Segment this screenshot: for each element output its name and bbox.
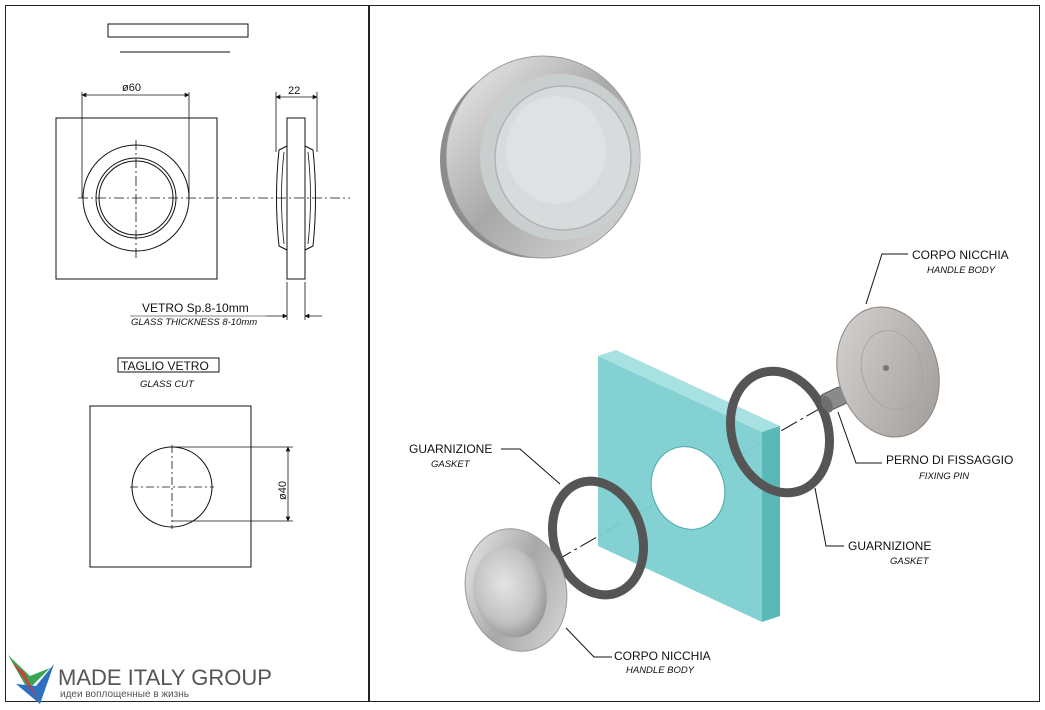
dim-hole-40: ø40 [277,481,289,500]
label-gasket-right-en: GASKET [890,556,930,567]
label-gasket-right: GUARNIZIONE [848,539,931,553]
side-view [130,92,322,320]
brand-tagline: идеи воплощенные в жизнь [60,689,189,700]
product-photo [440,55,641,259]
panel-divider [368,5,370,702]
label-handle-body-top-en: HANDLE BODY [927,265,996,276]
label-handle-body-bottom: CORPO NICCHIA [614,649,711,663]
label-gasket-left-en: GASKET [431,459,471,470]
front-view [55,92,350,280]
gasket-right [725,366,835,498]
glass-cut-view [89,405,293,568]
glass-cut-title: TAGLIO VETRO [121,359,209,373]
title-box [107,23,249,38]
label-fixing-pin-en: FIXING PIN [919,471,969,482]
brand-logo-icon [8,655,54,704]
dim-diameter-60: ø60 [122,82,141,94]
handle-body-top [836,306,940,438]
leader-lines [501,253,908,658]
label-handle-body-bottom-en: HANDLE BODY [626,665,695,676]
drawing-frame [5,5,1040,702]
handle-body-bottom [464,528,568,652]
brand-name: MADE ITALY GROUP [58,665,272,690]
cut-title-box [117,357,220,373]
dim-depth-22: 22 [288,85,300,97]
glass-panel [598,350,780,622]
label-fixing-pin: PERNO DI FISSAGGIO [886,453,1013,467]
glass-cut-title-en: GLASS CUT [140,379,195,390]
label-handle-body-top: CORPO NICCHIA [912,248,1009,262]
glass-thickness-label: VETRO Sp.8-10mm [142,301,249,315]
label-gasket-left: GUARNIZIONE [409,442,492,456]
gasket-left [547,476,649,600]
glass-thickness-label-en: GLASS THICKNESS 8-10mm [131,317,257,328]
